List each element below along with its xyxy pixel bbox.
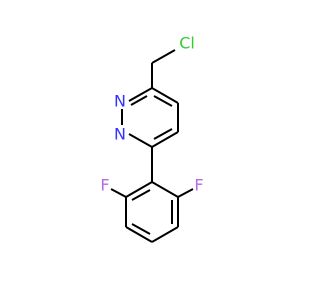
bond-ph-c1-c2-inner: [131, 189, 151, 201]
bond-ph-c2-f: [110, 188, 127, 198]
bond-n1-c6: [128, 133, 153, 148]
bond-ph-c1-c2: [125, 181, 153, 198]
bond-c4-c3: [151, 87, 179, 104]
bond-c6-c5-inner: [153, 128, 173, 140]
bond-ph-c3-c4: [125, 226, 153, 243]
bond-c3-n2: [128, 87, 153, 102]
fluorine-atom-label-right: F: [194, 176, 203, 195]
bond-ph-c6-f: [177, 188, 194, 198]
nitrogen-atom-label-upper: N: [114, 92, 126, 111]
bond-ch2-cl: [151, 49, 176, 64]
bond-ph-c6-c1: [151, 181, 179, 198]
bond-c4-c3-inner: [153, 95, 173, 107]
bond-c3-n2-inner: [130, 95, 148, 106]
bond-c6-c5: [151, 131, 179, 148]
bond-ph-c3-c4-inner: [131, 223, 151, 235]
molecule-structure: Cl N N F F: [100, 34, 204, 243]
chlorine-atom-label: Cl: [179, 34, 195, 53]
fluorine-atom-label-left: F: [100, 176, 109, 195]
bond-ph-c4-c5: [151, 226, 179, 243]
nitrogen-atom-label-lower: N: [114, 125, 126, 144]
